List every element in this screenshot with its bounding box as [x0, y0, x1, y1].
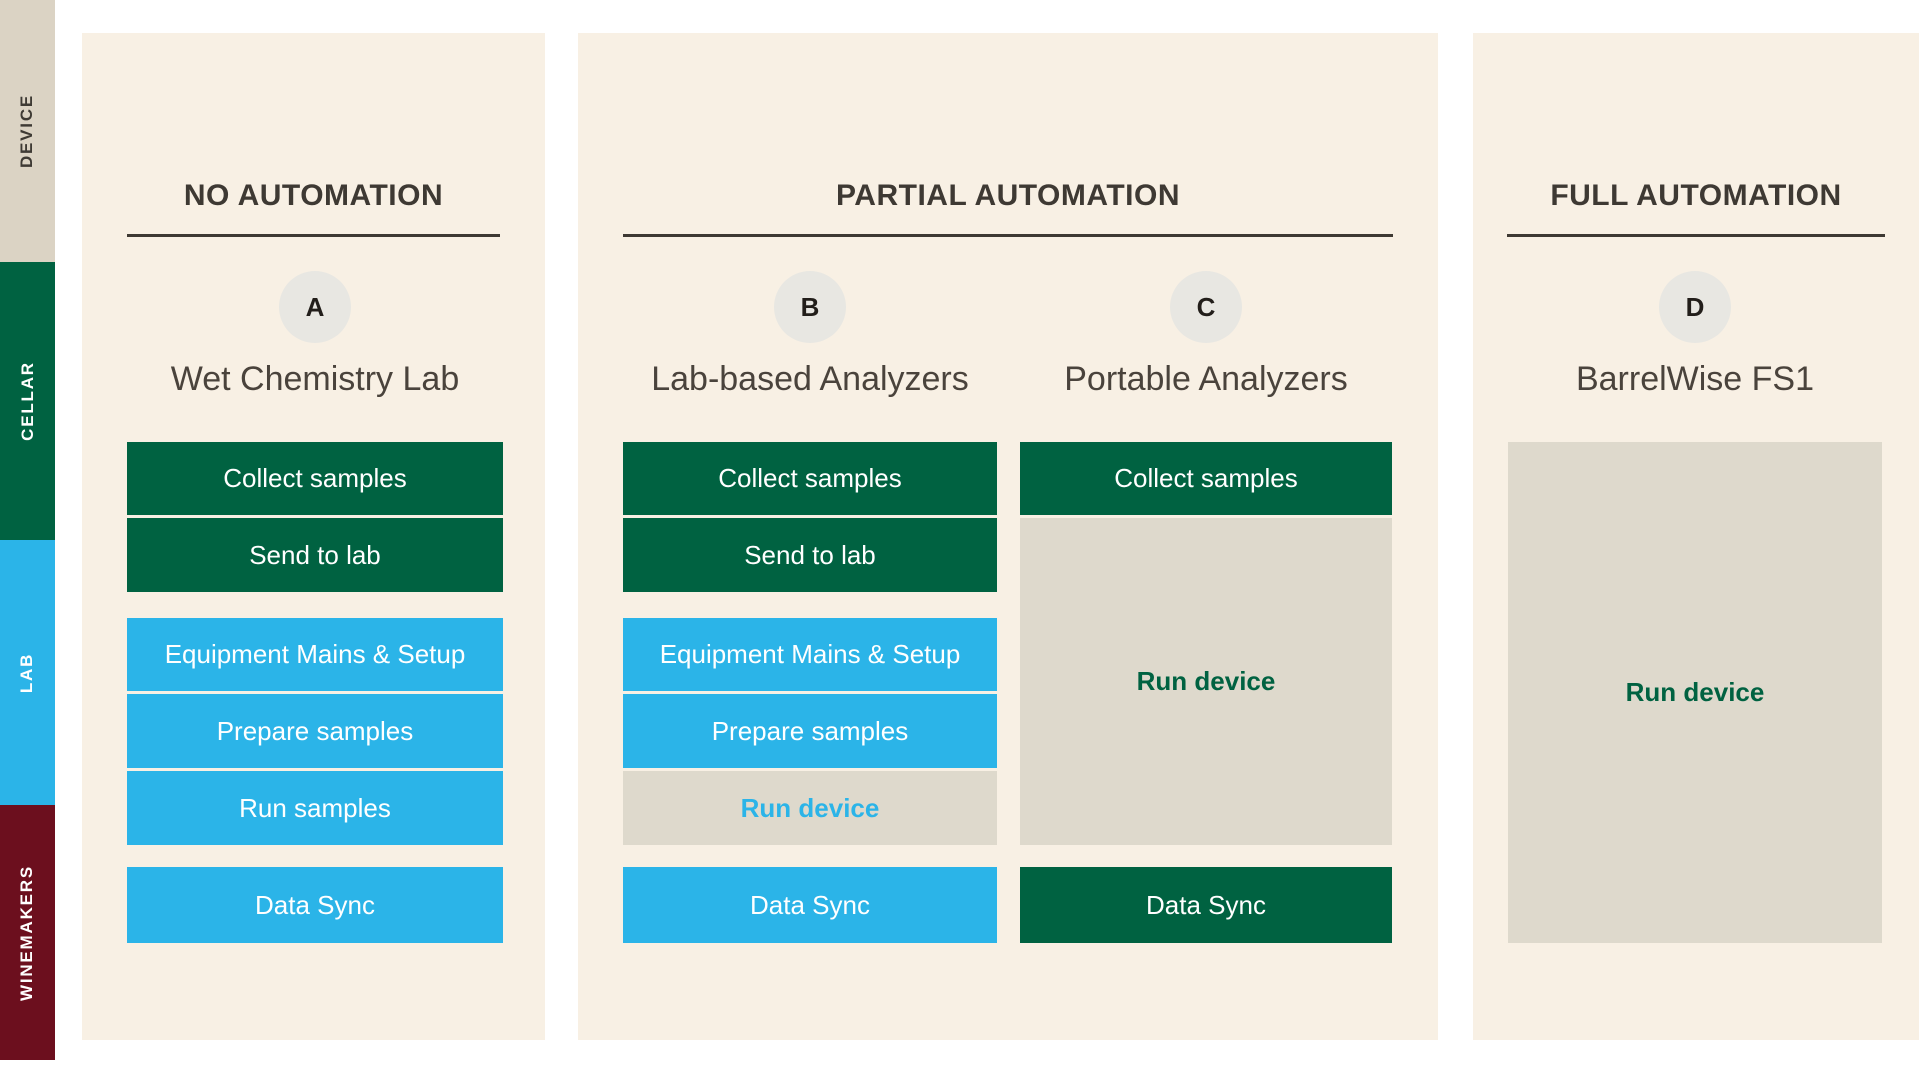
section-title-full-automation: FULL AUTOMATION	[1507, 179, 1885, 237]
step-collect-samples: Collect samples	[1020, 442, 1392, 515]
section-title-no-automation: NO AUTOMATION	[127, 179, 500, 237]
column-title-lab-based-analyzers: Lab-based Analyzers	[651, 360, 969, 398]
column-title-wet-chemistry-lab: Wet Chemistry Lab	[170, 360, 460, 398]
sidebar-band-device: DEVICE	[0, 0, 55, 262]
sidebar-label-device: DEVICE	[17, 93, 37, 169]
step-equipment-mains-setup: Equipment Mains & Setup	[127, 618, 503, 691]
step-prepare-samples: Prepare samples	[623, 694, 997, 768]
step-run-device: Run device	[1020, 518, 1392, 845]
sidebar-band-cellar: CELLAR	[0, 262, 55, 540]
sidebar-label-lab: LAB	[17, 652, 37, 693]
step-data-sync: Data Sync	[127, 867, 503, 943]
step-equipment-mains-setup: Equipment Mains & Setup	[623, 618, 997, 691]
sidebar-label-winemakers: WINEMAKERS	[17, 864, 37, 1001]
step-run-device: Run device	[1508, 442, 1882, 943]
step-collect-samples: Collect samples	[127, 442, 503, 515]
badge-c: C	[1170, 271, 1242, 343]
step-send-to-lab: Send to lab	[127, 518, 503, 592]
badge-b: B	[774, 271, 846, 343]
step-run-device: Run device	[623, 771, 997, 845]
sidebar-band-winemakers: WINEMAKERS	[0, 805, 55, 1060]
step-data-sync: Data Sync	[623, 867, 997, 943]
column-wet-chemistry-lab: A Wet Chemistry Lab Collect samples Send…	[127, 33, 503, 1040]
step-prepare-samples: Prepare samples	[127, 694, 503, 768]
badge-a: A	[279, 271, 351, 343]
sidebar-band-lab: LAB	[0, 540, 55, 805]
step-run-samples: Run samples	[127, 771, 503, 845]
badge-d: D	[1659, 271, 1731, 343]
section-title-partial-automation: PARTIAL AUTOMATION	[623, 179, 1393, 237]
column-lab-based-analyzers: B Lab-based Analyzers Collect samples Se…	[623, 33, 997, 1040]
column-portable-analyzers: C Portable Analyzers Collect samples Run…	[1020, 33, 1392, 1040]
step-send-to-lab: Send to lab	[623, 518, 997, 592]
column-barrelwise-fs1: D BarrelWise FS1 Run device	[1508, 33, 1882, 1040]
step-data-sync: Data Sync	[1020, 867, 1392, 943]
sidebar-label-cellar: CELLAR	[17, 361, 37, 441]
column-title-portable-analyzers: Portable Analyzers	[1064, 360, 1348, 398]
column-title-barrelwise-fs1: BarrelWise FS1	[1575, 360, 1815, 398]
step-collect-samples: Collect samples	[623, 442, 997, 515]
